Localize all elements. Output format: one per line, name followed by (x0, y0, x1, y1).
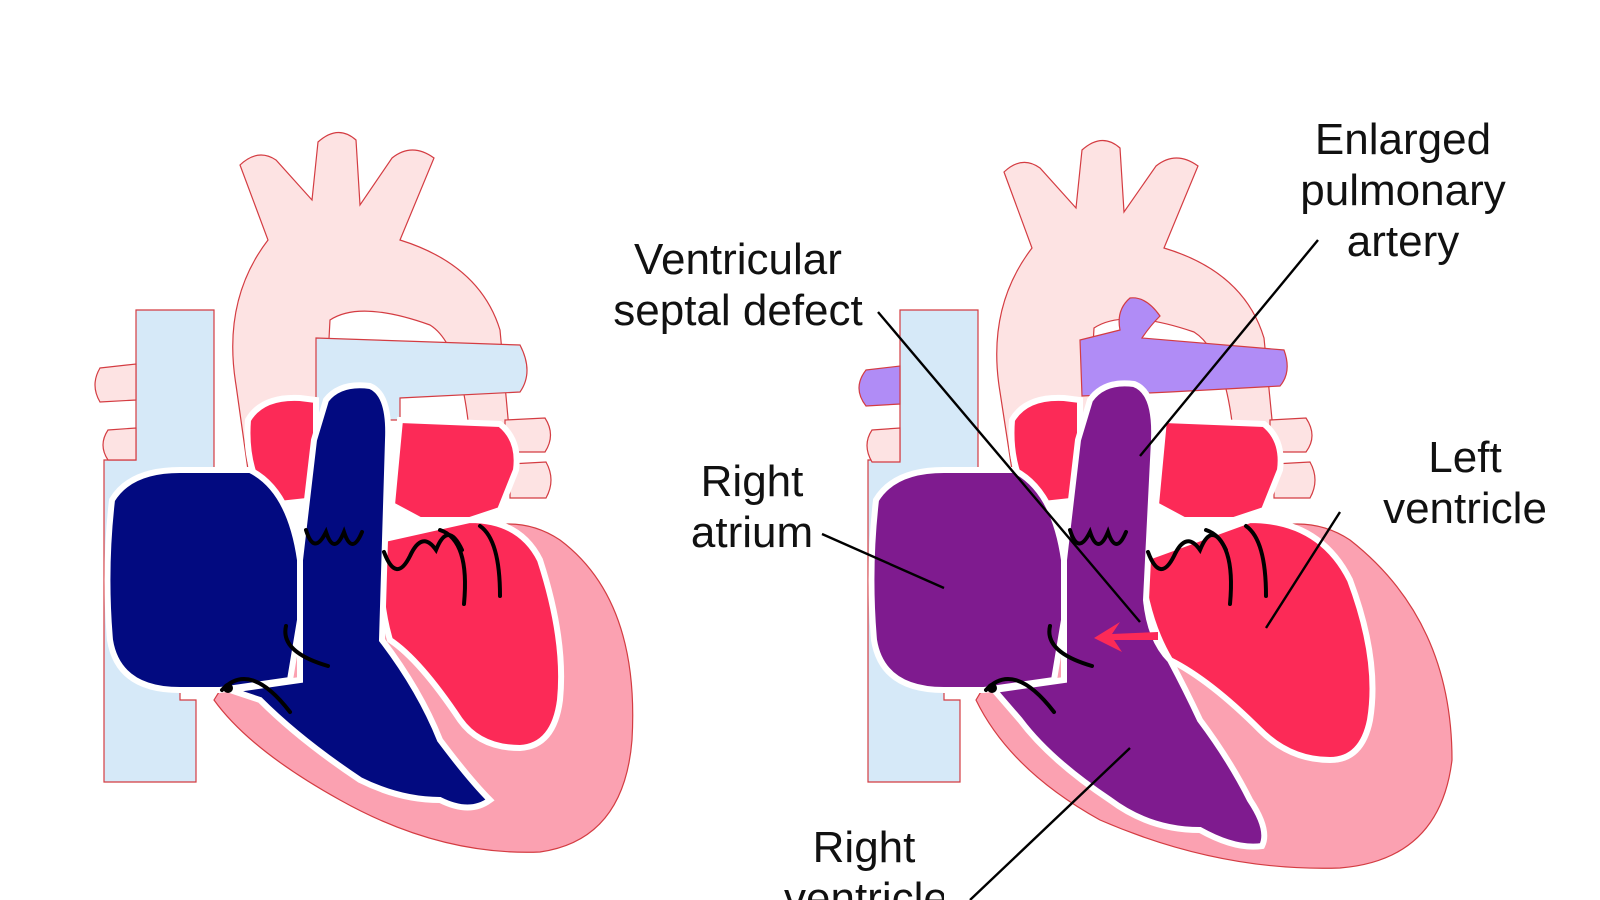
leader-ventricular-septal-defect (877, 311, 1141, 623)
label-left-ventricle: Left ventricle (1360, 432, 1570, 534)
normal-aorta (232, 131, 511, 471)
arrow-left-icon (1094, 622, 1158, 652)
vsd-pulmonary-valve (1068, 526, 1128, 546)
normal-left-ventricle (376, 516, 565, 752)
label-line: Right (812, 823, 916, 872)
leader-lines (821, 239, 1342, 900)
leader-enlarged-pulmonary-artery (1139, 239, 1319, 457)
label-line: ventricle (784, 874, 944, 900)
label-line: Enlarged (1314, 115, 1492, 164)
normal-mitral-valve (438, 524, 502, 606)
normal-right-ventricle (229, 382, 495, 811)
normal-right-atrium (104, 467, 303, 693)
vsd-mitral-valve (1204, 524, 1268, 606)
normal-valve-node (223, 683, 233, 693)
label-line: Ventricular (634, 235, 842, 284)
vsd-valve-node (987, 683, 997, 693)
label-ventricular-septal-defect: Ventricular septal defect (588, 234, 888, 336)
label-line: atrium (690, 508, 814, 557)
vsd-left-atrium-2 (1152, 416, 1284, 523)
label-right-ventricle: Right ventricle (784, 822, 944, 900)
vsd-pulmonary-vein-right-2 (1273, 461, 1316, 499)
vsd-right-atrium (868, 467, 1067, 693)
vsd-enlarged-pulmonary-artery (1079, 297, 1288, 397)
label-line: Left (1428, 433, 1502, 482)
vsd-pulmonary-vein-left (858, 365, 901, 407)
label-line: septal defect (613, 286, 863, 335)
normal-pulmonary-vein-left-2 (102, 427, 137, 461)
label-line: pulmonary (1300, 166, 1506, 215)
label-line: Right (700, 457, 804, 506)
vsd-pulmonary-vein-left-2 (866, 427, 901, 463)
label-line: ventricle (1383, 484, 1547, 533)
normal-heart (94, 131, 634, 853)
leader-right-atrium (821, 532, 945, 590)
label-right-atrium: Right atrium (672, 456, 832, 558)
vsd-right-ventricle (988, 380, 1268, 850)
leader-left-ventricle (1264, 511, 1342, 629)
normal-left-atrium-2 (388, 416, 520, 523)
normal-pulmonary-vein-right-2 (509, 461, 552, 499)
normal-pulmonary-valve (304, 526, 364, 546)
label-line: artery (1346, 217, 1460, 266)
label-enlarged-pulmonary-artery: Enlarged pulmonary artery (1268, 114, 1538, 267)
normal-pulmonary-vein-left (94, 363, 137, 403)
leader-right-ventricle (969, 747, 1131, 900)
